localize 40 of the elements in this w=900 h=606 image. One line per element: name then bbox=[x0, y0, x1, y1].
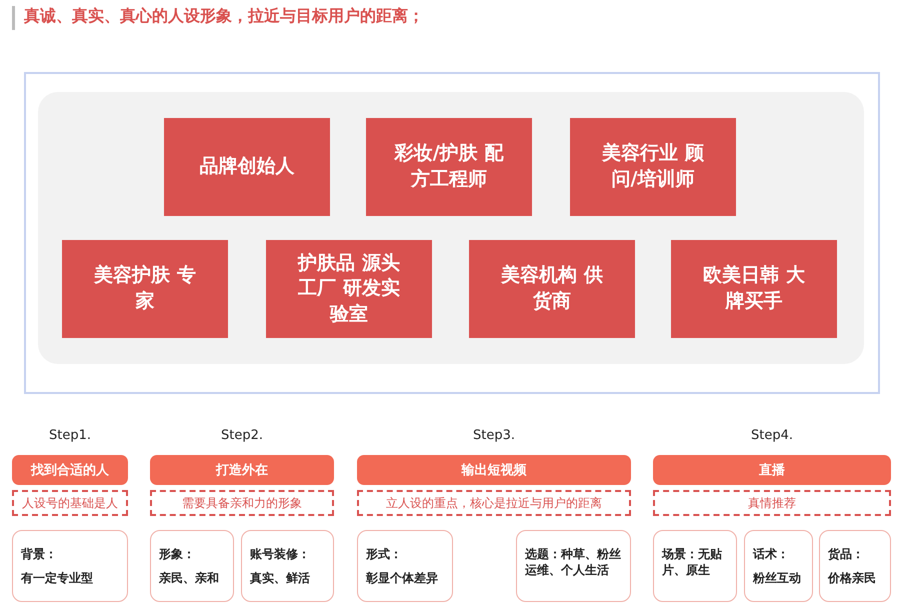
role-box: 彩妆/护肤 配方工程师 bbox=[366, 118, 532, 216]
step-header-bar: 找到合适的人 bbox=[12, 455, 128, 485]
role-box: 品牌创始人 bbox=[164, 118, 330, 216]
role-box: 护肤品 源头工厂 研发实验室 bbox=[266, 240, 432, 338]
detail-card: 选题：种草、粉丝运维、个人生活 bbox=[516, 530, 631, 602]
card-text: 价格亲民 bbox=[828, 570, 877, 586]
dashed-note-box: 真情推荐 bbox=[653, 490, 891, 516]
card-heading: 形象： bbox=[159, 547, 196, 563]
card-text: 亲民、亲和 bbox=[159, 570, 220, 586]
detail-card bbox=[819, 530, 891, 602]
role-box: 美容护肤 专家 bbox=[62, 240, 228, 338]
dashed-note-box: 立人设的重点，核心是拉近与用户的距离 bbox=[357, 490, 631, 516]
role-box: 欧美日韩 大牌买手 bbox=[671, 240, 837, 338]
role-box: 美容机构 供货商 bbox=[469, 240, 635, 338]
step-header-bar: 输出短视频 bbox=[357, 455, 631, 485]
detail-card: 场景：无贴片、原生 bbox=[653, 530, 737, 602]
detail-card bbox=[12, 530, 128, 602]
step-label: Step2. bbox=[220, 428, 264, 445]
card-text: 粉丝互动 bbox=[753, 570, 802, 586]
step-header-bar: 打造外在 bbox=[150, 455, 334, 485]
card-text: 有一定专业型 bbox=[21, 570, 94, 586]
step-label: Step4. bbox=[750, 428, 794, 445]
detail-card bbox=[357, 530, 453, 602]
card-text: 真实、鲜活 bbox=[250, 570, 311, 586]
card-heading: 账号装修： bbox=[250, 547, 311, 563]
card-heading: 背景： bbox=[21, 547, 58, 563]
step-label: Step3. bbox=[472, 428, 516, 445]
step-header-bar: 直播 bbox=[653, 455, 891, 485]
card-text: 彰显个体差异 bbox=[366, 570, 439, 586]
step-label: Step1. bbox=[48, 428, 92, 445]
title: 真诚、真实、真心的人设形象，拉近与目标用户的距离； bbox=[24, 6, 425, 27]
role-box: 美容行业 顾问/培训师 bbox=[570, 118, 736, 216]
card-heading: 形式： bbox=[366, 547, 403, 563]
detail-card bbox=[241, 530, 334, 602]
detail-card bbox=[150, 530, 234, 602]
detail-card bbox=[744, 530, 813, 602]
card-heading: 话术： bbox=[753, 547, 790, 563]
card-heading: 货品： bbox=[828, 547, 865, 563]
dashed-note-box: 需要具备亲和力的形象 bbox=[150, 490, 334, 516]
dashed-note-box: 人设号的基础是人 bbox=[12, 490, 128, 516]
